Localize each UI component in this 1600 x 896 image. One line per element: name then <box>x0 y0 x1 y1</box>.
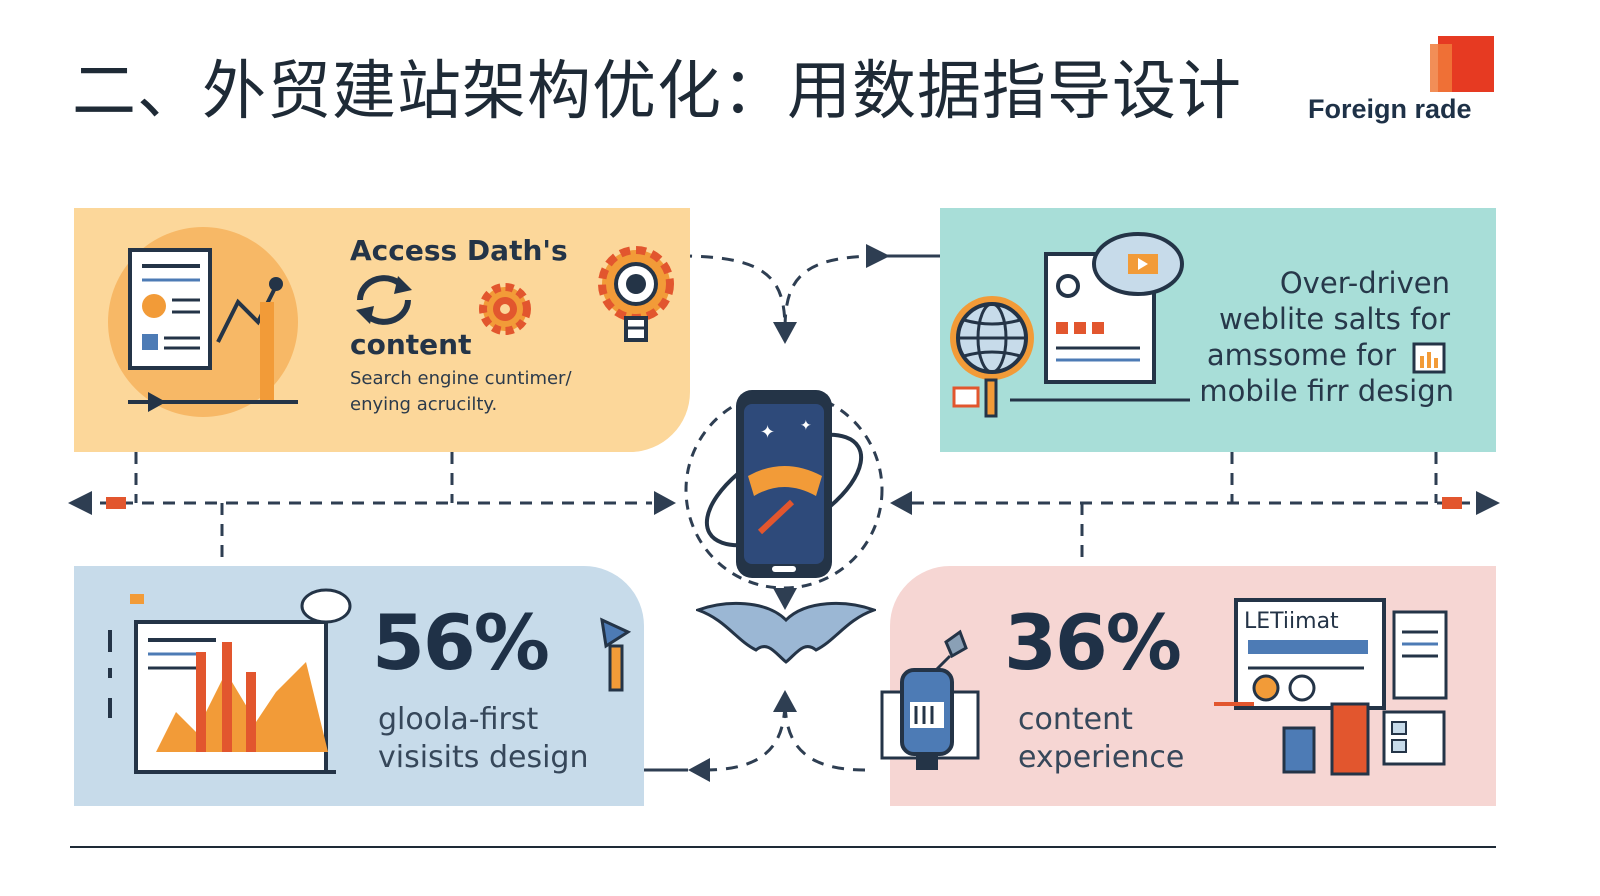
video-cloud-icon <box>1010 232 1190 402</box>
access-heading: Access Dath's <box>350 234 568 267</box>
stat-56-line2: visisits design <box>378 740 589 775</box>
stat-36-line2: experience <box>1018 740 1185 775</box>
lightbulb-gear-icon <box>598 246 674 342</box>
bar-chart-icon <box>108 594 336 774</box>
document-chart-icon <box>108 227 298 417</box>
svg-text:✦: ✦ <box>760 422 775 443</box>
logo-text: Foreign rade <box>1308 94 1472 124</box>
refresh-icon <box>356 275 412 325</box>
access-subtext-line1: Search engine cuntimer/ <box>350 368 572 389</box>
mobile-line2: weblite salts for <box>1218 302 1450 336</box>
bat-icon <box>696 601 876 664</box>
gear-icon <box>479 283 531 335</box>
mobile-line3: amssome for <box>1206 338 1396 372</box>
logo: Foreign rade <box>1308 36 1498 136</box>
flag-icon <box>600 617 632 692</box>
smartphone-icon: ✦ ✦ <box>684 390 884 590</box>
globe-magnifier-icon <box>950 296 1034 418</box>
mobile-line1: Over-driven <box>1279 266 1450 300</box>
stat-36-line1: content <box>1018 702 1133 737</box>
access-subtext-line2: enying acrucilty. <box>350 394 498 415</box>
whiteboard-icon: LETiimat <box>1214 598 1448 776</box>
svg-text:✦: ✦ <box>800 418 812 434</box>
whiteboard-sign: LETiimat <box>1244 609 1339 634</box>
stat-56: 56% <box>372 598 550 687</box>
bottom-divider <box>70 846 1496 848</box>
cloud-icon <box>300 588 352 624</box>
robot-icon <box>880 629 980 770</box>
mobile-line4: mobile firr design <box>1199 374 1454 408</box>
content-heading: content <box>350 328 472 361</box>
bar-chart-small-icon <box>1412 342 1446 374</box>
page-title: 二、外贸建站架构优化：用数据指导设计 <box>72 55 1242 129</box>
stat-56-line1: gloola-first <box>378 702 539 737</box>
logo-mark-icon <box>1430 36 1494 92</box>
stat-36: 36% <box>1004 598 1182 687</box>
